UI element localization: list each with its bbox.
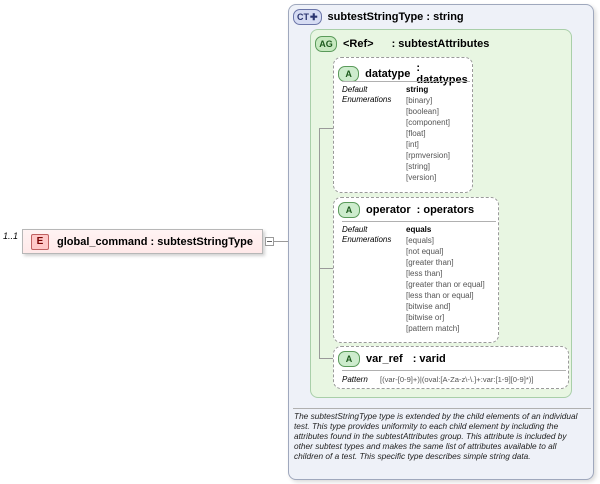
attribute-badge: A [338, 66, 360, 82]
attribute-var-ref[interactable]: A var_ref : varid Pattern [(var-[0-9]+)|… [333, 346, 569, 389]
enum-list: string [binary] [boolean] [component] [f… [406, 84, 450, 183]
enumerations-label: Enumerations [342, 235, 392, 244]
enum-list: equals [equals] [not equal] [greater tha… [406, 224, 485, 334]
enum-value: [version] [406, 173, 437, 182]
attribute-group-ref: <Ref> [343, 38, 374, 50]
attribute-group-box: AG <Ref> : subtestAttributes A datatype … [310, 29, 572, 398]
separator [342, 370, 566, 371]
separator [293, 408, 591, 409]
enum-value: [boolean] [406, 107, 439, 116]
element-badge: E [31, 233, 49, 250]
enum-value: [bitwise and] [406, 302, 451, 311]
separator [342, 221, 496, 222]
pattern-value: [(var-[0-9]+)|(oval:[A-Za-z\-\.]+:var:[1… [380, 375, 534, 384]
enumerations-label: Enumerations [342, 95, 392, 104]
enum-value: [component] [406, 118, 451, 127]
tree-line [319, 358, 333, 359]
enum-value: [less than or equal] [406, 291, 474, 300]
tree-line [319, 128, 320, 358]
complex-type-badge: CT✚ [293, 9, 322, 25]
separator [342, 81, 470, 82]
default-label: Default [342, 225, 368, 234]
attribute-name: operator [366, 204, 411, 216]
enum-value: [bitwise or] [406, 313, 445, 322]
default-label: Default [342, 85, 368, 94]
attribute-type: : varid [412, 353, 446, 365]
enum-value: [float] [406, 129, 426, 138]
pattern-label: Pattern [342, 375, 368, 384]
enum-value: [pattern match] [406, 324, 460, 333]
enum-value: [binary] [406, 96, 433, 105]
attribute-group-name: : subtestAttributes [391, 38, 490, 50]
tree-line [319, 268, 333, 269]
attribute-type: : operators [416, 204, 475, 216]
tree-line [319, 128, 333, 129]
default-value: equals [406, 225, 432, 234]
complex-type-box: CT✚ subtestStringType : string AG <Ref> … [288, 4, 594, 480]
complex-type-label: subtestStringType : string [327, 11, 464, 23]
type-documentation: The subtestStringType type is extended b… [294, 411, 578, 461]
attribute-badge: A [338, 351, 360, 367]
collapse-icon[interactable] [265, 237, 274, 246]
attribute-datatype[interactable]: A datatype : datatypes Default Enumerati… [333, 57, 473, 193]
default-value: string [406, 85, 429, 94]
element-global-command[interactable]: E global_command : subtestStringType [22, 229, 263, 254]
enum-value: [greater than or equal] [406, 280, 485, 289]
enum-value: [rpmversion] [406, 151, 451, 160]
enum-value: [greater than] [406, 258, 454, 267]
attribute-type: : datatypes [416, 62, 468, 86]
element-label: global_command : subtestStringType [57, 235, 253, 248]
enum-value: [equals] [406, 236, 435, 245]
connector-line [274, 241, 288, 242]
cardinality-label: 1..1 [3, 231, 19, 241]
enum-value: [int] [406, 140, 419, 149]
attribute-badge: A [338, 202, 360, 218]
attribute-group-badge: AG [315, 36, 337, 52]
attribute-name: var_ref [366, 353, 403, 365]
attribute-name: datatype [365, 68, 411, 80]
enum-value: [not equal] [406, 247, 444, 256]
enum-value: [string] [406, 162, 431, 171]
attribute-operator[interactable]: A operator : operators Default Enumerati… [333, 197, 499, 343]
enum-value: [less than] [406, 269, 443, 278]
